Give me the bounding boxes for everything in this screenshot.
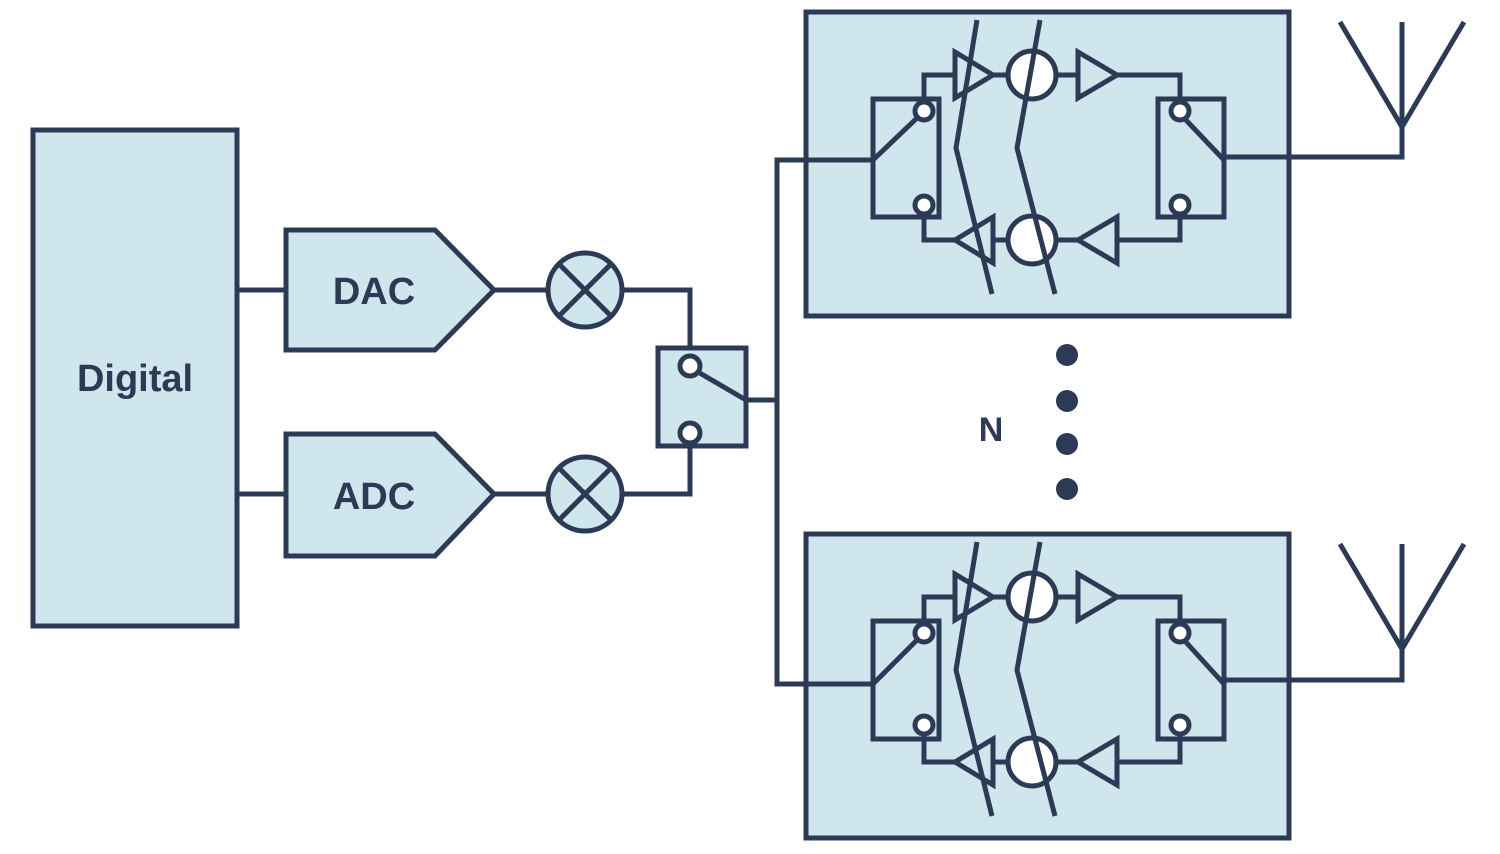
switch-icon (1155, 618, 1227, 742)
mixer-icon (545, 250, 625, 330)
wire-mixer-switch-bottom (622, 433, 693, 497)
amplifier-icon (1073, 734, 1120, 790)
vertical-ellipsis-icon (1056, 344, 1078, 500)
mixer-icon (545, 454, 625, 534)
rf-frontend-module (803, 531, 1467, 841)
phase-shifter-icon (1005, 213, 1059, 267)
dac-label: DAC (333, 271, 415, 313)
antenna-icon (1337, 20, 1467, 129)
switch-icon (655, 345, 749, 449)
antenna-icon (1337, 542, 1467, 651)
digital-block: Digital (30, 127, 240, 629)
adc-label: ADC (333, 476, 415, 518)
wire-bus (774, 157, 808, 687)
phase-shifter-icon (1005, 735, 1059, 789)
wire-mixer-switch-top (622, 287, 693, 360)
switch-icon (1155, 96, 1227, 220)
dac-block: DAC (283, 227, 498, 353)
adc-block: ADC (283, 431, 498, 559)
amplifier-icon (1075, 569, 1122, 625)
switch-icon (870, 96, 942, 220)
switch-icon (870, 618, 942, 742)
rf-frontend-module (803, 9, 1467, 319)
array-count-label: N (979, 411, 1004, 449)
amplifier-icon (1073, 212, 1120, 268)
amplifier-icon (1075, 47, 1122, 103)
digital-label: Digital (77, 358, 193, 400)
